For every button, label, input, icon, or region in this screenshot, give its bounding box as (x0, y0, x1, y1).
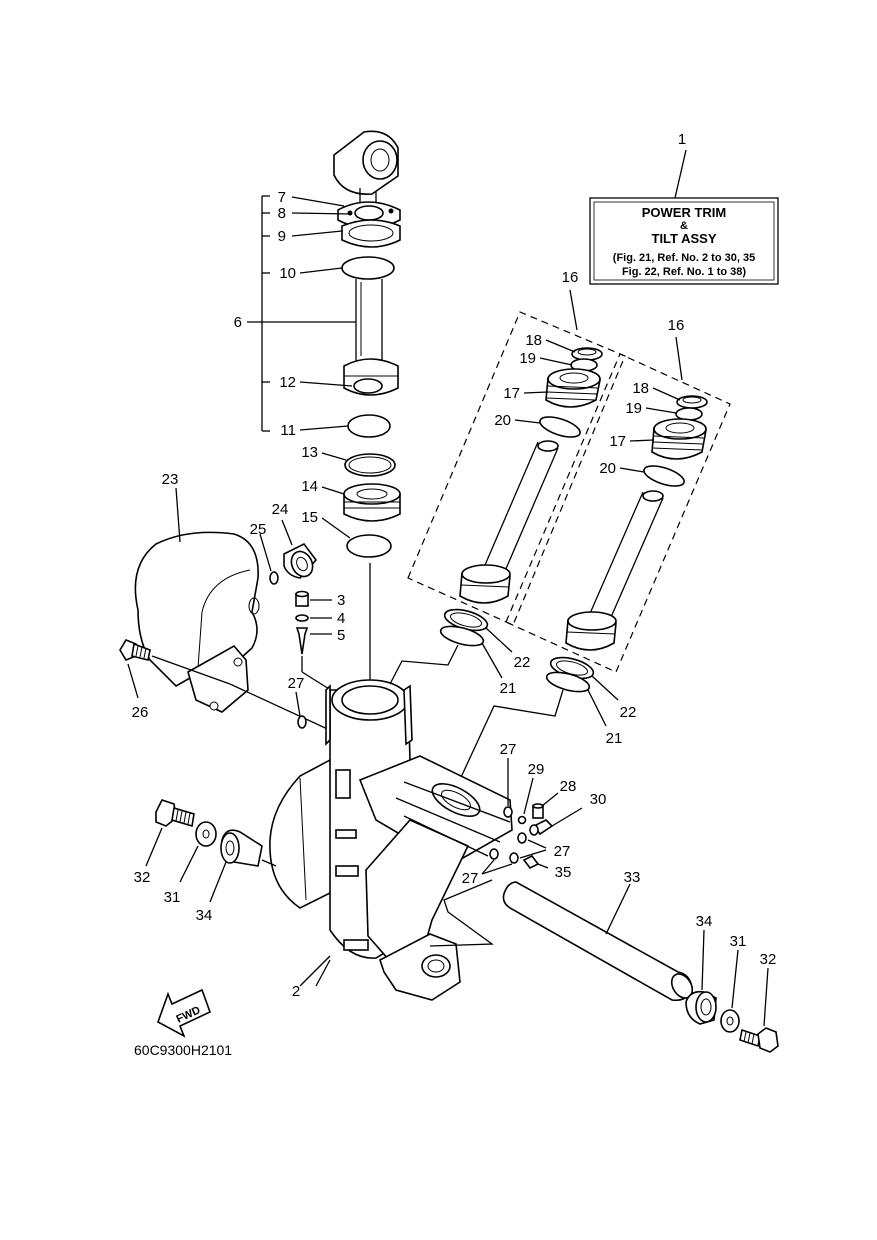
callout-21a: 21 (500, 680, 517, 697)
callout-22b: 22 (620, 704, 637, 721)
callout-32a: 32 (134, 869, 151, 886)
cover-23: 23 (134, 471, 260, 713)
callout-9: 9 (278, 228, 286, 245)
callout-19a: 19 (519, 350, 536, 367)
small-parts-27-35: 27 27 29 28 30 27 27 35 (288, 675, 607, 887)
callout-20a: 20 (494, 412, 511, 429)
callout-8: 8 (278, 205, 286, 222)
callout-35: 35 (555, 864, 572, 881)
callout-21b: 21 (606, 730, 623, 747)
callout-27c: 27 (554, 843, 571, 860)
assy-note-2: Fig. 22, Ref. No. 1 to 38) (622, 266, 746, 278)
assy-box: 1 POWER TRIM & TILT ASSY (Fig. 21, Ref. … (589, 131, 779, 285)
callout-10: 10 (279, 265, 296, 282)
callout-16b: 16 (668, 317, 685, 334)
callout-2: 2 (292, 983, 300, 1000)
callout-30: 30 (590, 791, 607, 808)
callout-31b: 31 (730, 933, 747, 950)
main-body-2: 2 (269, 679, 513, 1001)
callout-33: 33 (624, 869, 641, 886)
callout-20b: 20 (599, 460, 616, 477)
callout-27d: 27 (462, 870, 479, 887)
callout-17a: 17 (503, 385, 520, 402)
parts-24-25: 24 25 (250, 501, 318, 585)
callout-31a: 31 (164, 889, 181, 906)
callout-29: 29 (528, 761, 545, 778)
callout-13: 13 (301, 444, 318, 461)
callout-12: 12 (279, 374, 296, 391)
callout-19b: 19 (625, 400, 642, 417)
callout-18b: 18 (632, 380, 649, 397)
callout-32b: 32 (760, 951, 777, 968)
callout-17b: 17 (609, 433, 626, 450)
parts-3-4-5: 3 4 5 (295, 590, 345, 693)
callout-27b: 27 (500, 741, 517, 758)
callout-16a: 16 (562, 269, 579, 286)
trim-cylinder-right: 16 18 19 17 20 (505, 317, 731, 673)
callout-3: 3 (337, 592, 345, 609)
left-shaft-parts: 32 31 34 (134, 799, 277, 924)
callout-7: 7 (278, 189, 286, 206)
callout-34a: 34 (196, 907, 213, 924)
callout-34b: 34 (696, 913, 713, 930)
callout-24: 24 (272, 501, 289, 518)
callout-5: 5 (337, 627, 345, 644)
assy-title-1: POWER TRIM (642, 205, 727, 220)
tilt-rod-assembly: 7 8 9 10 6 12 11 (234, 130, 401, 439)
callout-26: 26 (132, 704, 149, 721)
bolt-26: 26 (119, 639, 335, 733)
callout-15: 15 (301, 509, 318, 526)
callout-14: 14 (301, 478, 318, 495)
diagram-code: 60C9300H2101 (134, 1042, 232, 1058)
trim-cylinder-left: 16 18 19 17 20 (407, 269, 626, 626)
gland-parts: 13 14 15 (301, 444, 401, 686)
assy-note-1: (Fig. 21, Ref. No. 2 to 30, 35 (613, 252, 755, 264)
fwd-arrow: FWD (157, 988, 212, 1038)
cylinder-seals: 22 21 22 21 (389, 608, 637, 789)
callout-27a: 27 (288, 675, 305, 692)
callout-25: 25 (250, 521, 267, 538)
callout-1: 1 (678, 131, 686, 148)
assy-title-2: & (680, 220, 688, 232)
callout-18a: 18 (525, 332, 542, 349)
tilt-shaft-33: 33 34 31 32 (502, 869, 779, 1053)
callout-28: 28 (560, 778, 577, 795)
callout-22a: 22 (514, 654, 531, 671)
callout-6: 6 (234, 314, 242, 331)
assy-title-3: TILT ASSY (652, 231, 717, 246)
callout-11: 11 (280, 422, 296, 439)
callout-23: 23 (162, 471, 179, 488)
callout-4: 4 (337, 610, 345, 627)
